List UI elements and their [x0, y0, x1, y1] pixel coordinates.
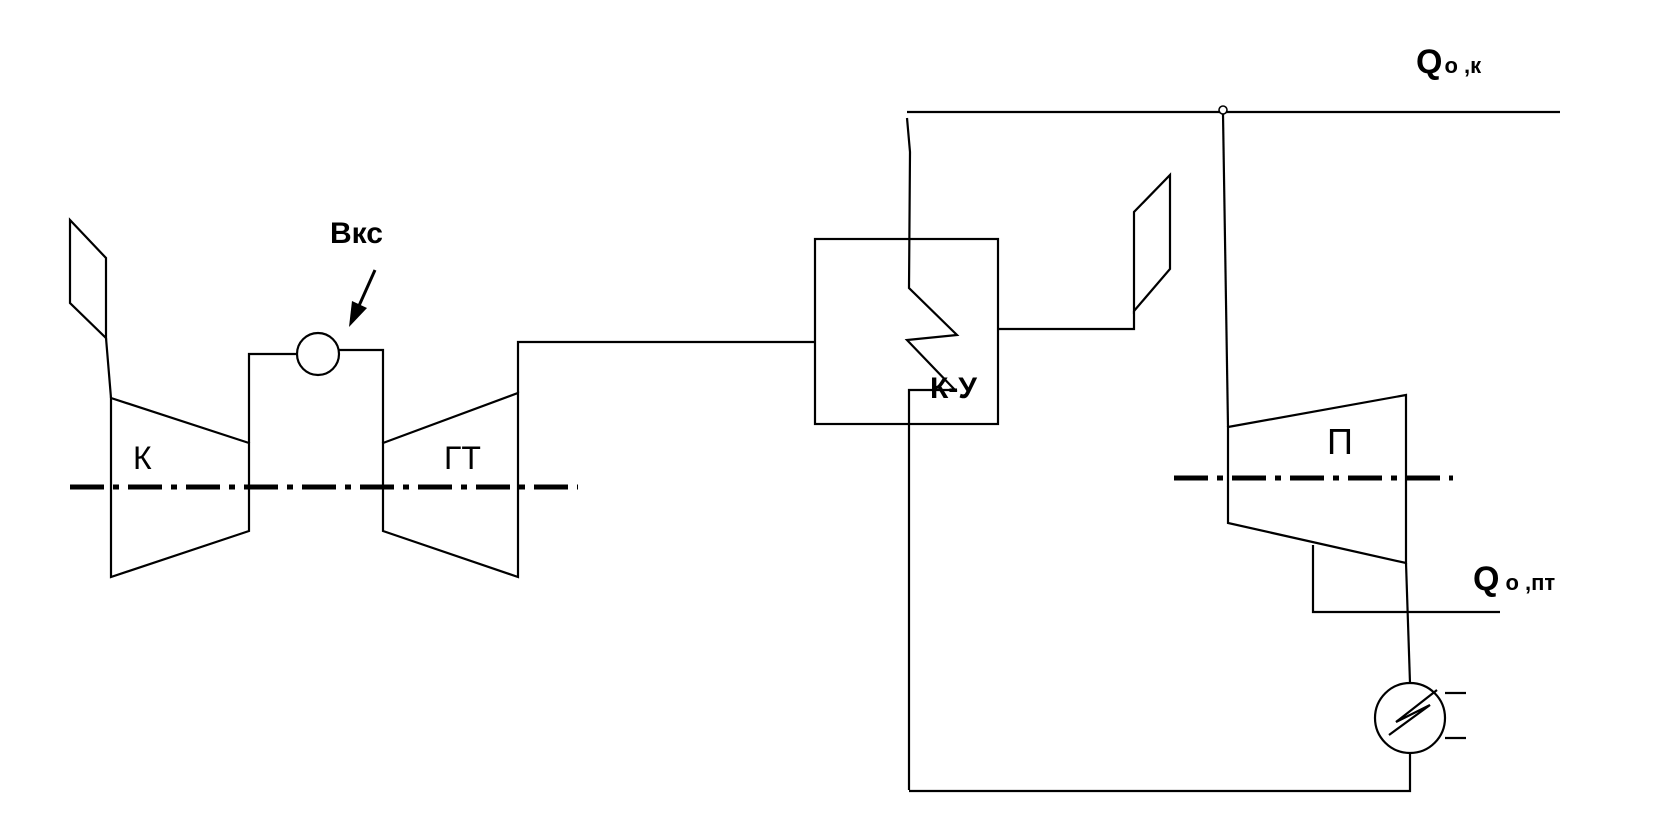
heat-recovery-boiler — [813, 237, 1000, 426]
boiler-stack — [1132, 172, 1172, 314]
boiler-exhaust-pipe — [998, 311, 1136, 331]
fuel-input-arrow — [349, 269, 377, 327]
gas-turbine — [381, 391, 520, 579]
condenser — [1373, 681, 1466, 755]
steam-junction — [1218, 105, 1228, 115]
boiler-heating-surface — [904, 117, 960, 790]
compressor-to-combustor-pipe — [247, 352, 297, 443]
exhaust-gas-pipe — [516, 340, 815, 393]
steam-extraction-line — [1311, 545, 1500, 614]
feedwater-return-line — [909, 753, 1412, 793]
label-compressor: К — [133, 440, 152, 476]
label-gas-turbine: ГТ — [444, 440, 481, 476]
turbine-to-condenser-line — [1404, 562, 1412, 684]
combustion-chamber — [295, 331, 341, 377]
label-fuel-input: Вкс — [330, 217, 383, 250]
steam-to-turbine-line — [1221, 113, 1230, 428]
combustor-to-turbine-pipe — [339, 348, 385, 443]
label-steam-turbine: П — [1327, 421, 1353, 462]
label-heat-recovery-boiler: К-У — [930, 372, 977, 405]
compressor — [109, 396, 251, 579]
label-heat-output-boiler: Qо ,к — [1416, 43, 1482, 81]
compressor-air-intake — [68, 217, 113, 399]
